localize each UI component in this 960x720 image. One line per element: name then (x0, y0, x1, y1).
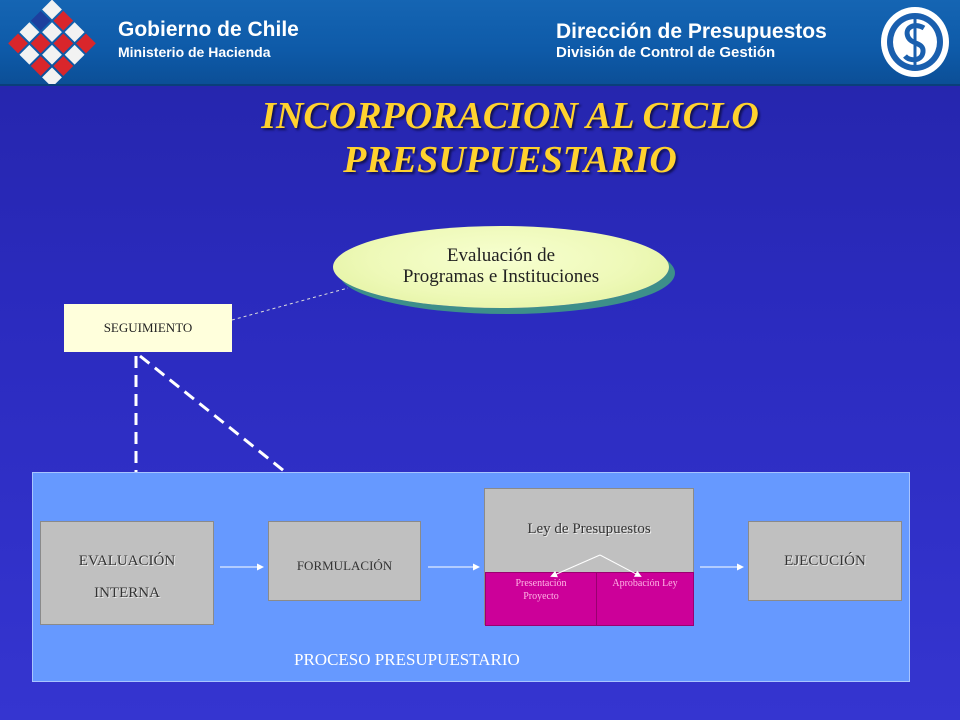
evaluacion-programas-label: Evaluación de Programas e Instituciones (333, 245, 669, 287)
evaluacion-line2: Programas e Instituciones (402, 266, 600, 287)
evaluacion-interna-box: EVALUACIÓN INTERNA (40, 521, 214, 625)
slide-title-line1: INCORPORACION AL CICLO (261, 95, 759, 137)
evaluacion-programas-ellipse (333, 226, 669, 308)
dir-subtitle: División de Control de Gestión (556, 44, 776, 61)
ley-presupuestos-label: Ley de Presupuestos (527, 521, 651, 537)
presentacion-line2: Proyecto (523, 591, 559, 602)
presentacion-proyecto-box: Presentación Proyecto (485, 572, 597, 626)
gov-subtitle: Ministerio de Hacienda (118, 44, 271, 60)
slide-title-line2: PRESUPUESTARIO (343, 139, 677, 181)
gobierno-logo-icon (8, 0, 96, 84)
ejecucion-box: EJECUCIÓN (748, 521, 902, 601)
dipres-seal-icon (881, 7, 949, 77)
slide-title: INCORPORACION AL CICLO PRESUPUESTARIO (180, 94, 840, 182)
arrow-ley-to-presentacion (550, 554, 601, 578)
header-bar: Gobierno de Chile Ministerio de Hacienda… (0, 0, 960, 86)
dir-title: Dirección de Presupuestos (556, 20, 827, 43)
presentacion-line1: Presentación (515, 578, 567, 589)
evaluacion-interna-line1: EVALUACIÓN (78, 553, 176, 569)
aprobacion-ley-box: Aprobación Ley (596, 572, 694, 626)
proceso-presupuestario-label: PROCESO PRESUPUESTARIO (294, 650, 520, 669)
formulacion-label: FORMULACIÓN (296, 558, 393, 573)
ejecucion-label: EJECUCIÓN (784, 553, 866, 569)
seguimiento-box: SEGUIMIENTO (64, 304, 232, 352)
evaluacion-interna-line2: INTERNA (94, 585, 160, 601)
presentacion-proyecto-label: Presentación Proyecto (486, 577, 596, 603)
formulacion-box: FORMULACIÓN (268, 521, 421, 601)
aprobacion-ley-label: Aprobación Ley (612, 578, 678, 589)
arrow-ley-to-aprobacion (599, 554, 642, 577)
gov-title: Gobierno de Chile (118, 18, 299, 41)
evaluacion-line1: Evaluación de (446, 245, 556, 266)
ley-presupuestos-box: Ley de Presupuestos Presentación Proyect… (484, 488, 694, 626)
dotted-connector-seguimiento-evaluacion (231, 287, 349, 321)
seguimiento-label: SEGUIMIENTO (103, 320, 193, 335)
